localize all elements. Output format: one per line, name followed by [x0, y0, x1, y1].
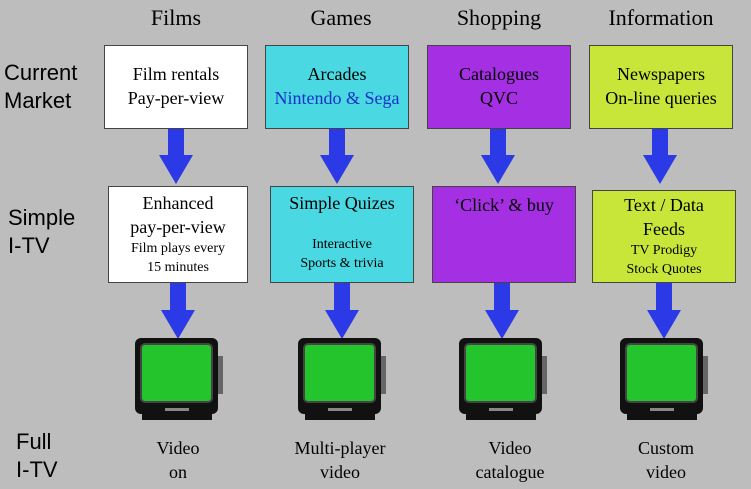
- box-text-line: Text / Data: [624, 195, 704, 215]
- box-text-line: Enhanced: [142, 193, 214, 213]
- row-label-simple-itv: Simple I-TV: [8, 204, 75, 260]
- box-subtext-line: Interactive: [312, 237, 372, 252]
- television-icon: [298, 338, 386, 420]
- row-label-current-market: Current Market: [4, 59, 77, 115]
- box-text-line: Catalogues: [459, 64, 539, 84]
- bottom-label-line: video: [646, 462, 686, 482]
- box-text-line: Arcades: [307, 64, 367, 84]
- bottom-label-line: catalogue: [475, 462, 545, 482]
- box-text-line: Simple Quizes: [289, 193, 395, 213]
- row-label-line: Current: [4, 60, 78, 85]
- column-header-shopping: Shopping: [456, 5, 542, 30]
- television-icon: [459, 338, 547, 420]
- down-arrow-icon: [325, 283, 359, 339]
- simple-itv-shopping-box: ‘Click’ & buy: [432, 186, 576, 283]
- simple-itv-films-box: Enhanced pay-per-view Film plays every 1…: [108, 186, 248, 283]
- down-arrow-icon: [161, 283, 195, 339]
- full-itv-films-label: Video on: [108, 436, 248, 484]
- current-market-films-box: Film rentals Pay-per-view: [104, 45, 248, 129]
- television-icon: [135, 338, 223, 420]
- down-arrow-icon: [159, 129, 193, 184]
- down-arrow-icon: [485, 283, 519, 339]
- row-label-line: I-TV: [16, 457, 58, 482]
- full-itv-information-label: Custom video: [596, 436, 736, 484]
- box-text-line: On-line queries: [605, 88, 717, 108]
- bottom-label-line: on: [169, 462, 187, 482]
- box-text-line: pay-per-view: [130, 217, 226, 237]
- simple-itv-games-box: Simple Quizes Interactive Sports & trivi…: [270, 186, 414, 283]
- box-subtext-line: TV Prodigy: [630, 243, 698, 258]
- bottom-label-line: video: [320, 462, 360, 482]
- column-header-games: Games: [310, 5, 372, 30]
- bottom-label-line: Multi-player: [294, 438, 386, 458]
- column-header-films: Films: [150, 5, 202, 30]
- simple-itv-information-box: Text / Data Feeds TV Prodigy Stock Quote…: [592, 190, 736, 283]
- box-subtext-line: Sports & trivia: [300, 256, 384, 271]
- full-itv-shopping-label: Video catalogue: [440, 436, 580, 484]
- box-text-line: ‘Click’ & buy: [454, 195, 554, 215]
- down-arrow-icon: [647, 283, 681, 339]
- television-icon: [620, 338, 708, 420]
- box-text-line: Feeds: [643, 219, 685, 239]
- box-text-line: Pay-per-view: [127, 88, 225, 108]
- box-text-line: Newspapers: [617, 64, 705, 84]
- box-subtext-line: 15 minutes: [147, 260, 209, 275]
- box-text-line: Nintendo & Sega: [274, 88, 400, 108]
- current-market-games-box: Arcades Nintendo & Sega: [265, 45, 409, 129]
- row-label-line: I-TV: [8, 233, 50, 258]
- box-text-line: Film rentals: [132, 64, 220, 84]
- down-arrow-icon: [643, 129, 677, 184]
- current-market-information-box: Newspapers On-line queries: [589, 45, 733, 129]
- down-arrow-icon: [481, 129, 515, 184]
- row-label-line: Simple: [8, 205, 76, 230]
- row-label-line: Market: [4, 88, 72, 113]
- box-subtext-line: Stock Quotes: [626, 262, 702, 277]
- row-label-full-itv: Full I-TV: [16, 428, 58, 484]
- bottom-label-line: Video: [156, 438, 200, 458]
- box-subtext-line: Film plays every: [130, 241, 226, 256]
- current-market-shopping-box: Catalogues QVC: [427, 45, 571, 129]
- bottom-label-line: Custom: [637, 438, 694, 458]
- row-label-line: Full: [16, 429, 52, 454]
- down-arrow-icon: [320, 129, 354, 184]
- full-itv-games-label: Multi-player video: [270, 436, 410, 484]
- column-header-information: Information: [608, 5, 714, 30]
- box-text-line: QVC: [479, 88, 518, 108]
- bottom-label-line: Video: [488, 438, 532, 458]
